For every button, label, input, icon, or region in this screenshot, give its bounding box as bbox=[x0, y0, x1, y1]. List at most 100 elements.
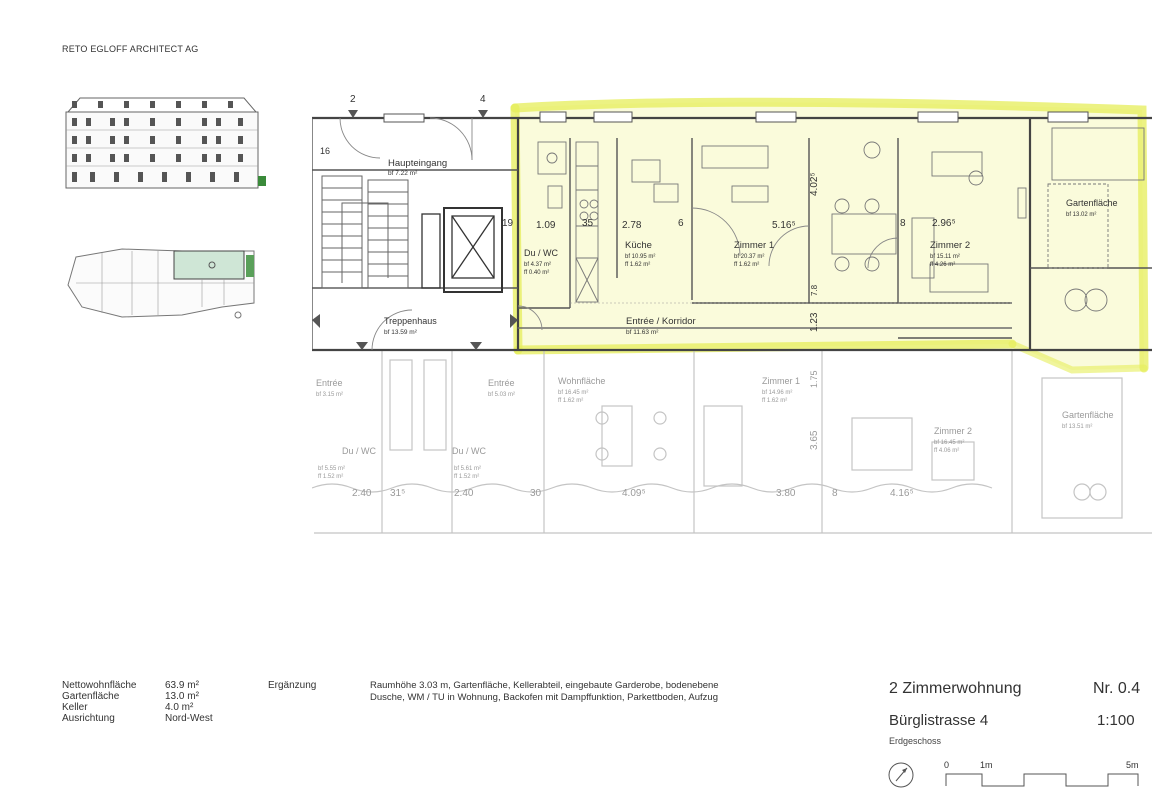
faded-dimension: 31⁵ bbox=[390, 488, 405, 499]
room-haupteingang: Haupteingang bf 7.22 m² bbox=[388, 158, 447, 177]
lower-plan-faded bbox=[312, 349, 1152, 534]
ergaenzung-label: Ergänzung bbox=[268, 680, 317, 691]
dimension: 4.02⁵ bbox=[809, 172, 820, 196]
section-mark-4: 4 bbox=[480, 94, 486, 105]
faded-room-area: bf 5.61 m² bbox=[454, 466, 481, 472]
direction-arrow-icon bbox=[470, 342, 482, 350]
room-area: bf 4.37 m² bbox=[524, 262, 551, 268]
dimension: 19 bbox=[502, 218, 514, 229]
room-entree-korridor: Entrée / Korridor bf 11.63 m² bbox=[626, 316, 696, 336]
spec-key: Ausrichtung bbox=[62, 713, 115, 724]
scale-bar: 0 1m 5m bbox=[944, 760, 1139, 787]
faded-room-area: bf 5.55 m² bbox=[318, 466, 345, 472]
room-gartenflaeche: Gartenfläche bf 13.02 m² bbox=[1066, 198, 1118, 218]
scale-label-1m: 1m bbox=[980, 760, 993, 770]
faded-room-name: Gartenfläche bbox=[1062, 410, 1114, 420]
stair bbox=[321, 175, 409, 289]
dimension: 6 bbox=[678, 218, 684, 229]
faded-room-area: bf 14.96 m² bbox=[762, 390, 792, 396]
faded-dimension: 3.65 bbox=[809, 430, 820, 450]
key-plan-icon bbox=[67, 248, 255, 319]
stair-steps: 16 bbox=[320, 146, 330, 156]
faded-dimension: 1.75 bbox=[809, 370, 819, 388]
floor-plan: 2 4 16 Haupteingang bf 7.22 m² Treppenha… bbox=[312, 94, 1152, 534]
faded-room-name: Du / WC bbox=[342, 446, 377, 456]
firm-name: RETO EGLOFF ARCHITECT AG bbox=[62, 44, 199, 54]
ergaenzung-text: Raumhöhe 3.03 m, Gartenfläche, Kellerabt… bbox=[370, 680, 719, 703]
spec-value: Nord-West bbox=[165, 713, 213, 724]
room-area: bf 13.02 m² bbox=[1066, 212, 1096, 218]
faded-room-area-2: ff 1.62 m² bbox=[558, 398, 583, 404]
room-name: Gartenfläche bbox=[1066, 198, 1118, 208]
room-zimmer-2: Zimmer 2 bf 15.11 m² ff 4.26 m² bbox=[930, 240, 970, 268]
room-area: bf 15.11 m² bbox=[930, 254, 960, 260]
room-area: bf 11.63 m² bbox=[626, 329, 659, 336]
faded-room-area: bf 16.45 m² bbox=[934, 440, 964, 446]
faded-room-area-2: ff 1.62 m² bbox=[762, 398, 787, 404]
room-name: Zimmer 2 bbox=[930, 240, 970, 251]
faded-dimension: 2.40 bbox=[352, 488, 372, 499]
dimension: 1.09 bbox=[536, 220, 556, 231]
drawing-scale: 1:100 bbox=[1097, 712, 1135, 729]
north-arrow-icon bbox=[888, 762, 914, 788]
dimension: 8 bbox=[900, 218, 906, 229]
faded-dimension: 4.09⁵ bbox=[622, 488, 646, 499]
room-name: Haupteingang bbox=[388, 158, 447, 169]
dimension: 1.23 bbox=[809, 312, 820, 332]
faded-room-area: bf 5.03 m² bbox=[488, 392, 515, 398]
faded-room-name: Du / WC bbox=[452, 446, 487, 456]
apartment-number: Nr. 0.4 bbox=[1093, 680, 1141, 697]
room-name: Zimmer 1 bbox=[734, 240, 774, 251]
faded-room-name: Wohnfläche bbox=[558, 376, 605, 386]
spec-value: 13.0 m² bbox=[165, 691, 199, 702]
room-area-2: ff 1.62 m² bbox=[734, 262, 759, 268]
faded-dimension: 30 bbox=[530, 488, 542, 499]
apartment-highlight bbox=[510, 97, 1149, 374]
apartment-type: 2 Zimmerwohnung bbox=[889, 680, 1022, 697]
building-elevation-icon bbox=[65, 97, 266, 189]
faded-dimension: 3.80 bbox=[776, 488, 796, 499]
address: Bürglistrasse 4 bbox=[889, 712, 989, 729]
faded-room-area: bf 13.51 m² bbox=[1062, 424, 1092, 430]
spec-row: Ausrichtung Nord-West bbox=[62, 713, 213, 724]
faded-dimension: 8 bbox=[832, 488, 838, 499]
room-kueche: Küche bf 10.95 m² ff 1.62 m² bbox=[625, 240, 655, 268]
dimension: 2.96⁵ bbox=[932, 218, 956, 229]
section-mark-2: 2 bbox=[350, 94, 356, 105]
room-name: Treppenhaus bbox=[384, 316, 437, 326]
dimension: 7.8 bbox=[810, 284, 819, 296]
room-name: Küche bbox=[625, 240, 652, 251]
room-du-wc: Du / WC bf 4.37 m² ff 0.40 m² bbox=[524, 248, 559, 276]
dimension: 2.78 bbox=[622, 220, 642, 231]
faded-room-name: Entrée bbox=[316, 378, 343, 388]
section-marker-icon bbox=[348, 110, 358, 118]
faded-dimension: 4.16⁵ bbox=[890, 488, 914, 499]
dimension: 5.16⁵ bbox=[772, 220, 796, 231]
room-zimmer-1: Zimmer 1 bf 20.37 m² ff 1.62 m² bbox=[734, 240, 774, 268]
room-name: Du / WC bbox=[524, 248, 559, 258]
scale-label-5m: 5m bbox=[1126, 760, 1139, 770]
faded-room-name: Zimmer 2 bbox=[934, 426, 972, 436]
faded-room-area-2: ff 4.06 m² bbox=[934, 448, 959, 454]
room-area: bf 7.22 m² bbox=[388, 170, 418, 177]
dimension: 35 bbox=[582, 218, 594, 229]
spec-key: Nettowohnfläche bbox=[62, 680, 137, 691]
faded-room-name: Entrée bbox=[488, 378, 515, 388]
direction-arrow-icon bbox=[312, 314, 320, 328]
room-area: bf 20.37 m² bbox=[734, 254, 764, 260]
spec-value: 4.0 m² bbox=[165, 702, 194, 713]
elevator-icon bbox=[421, 207, 503, 293]
faded-room-area: bf 3.15 m² bbox=[316, 392, 343, 398]
floor-level: Erdgeschoss bbox=[889, 736, 942, 746]
direction-arrow-icon bbox=[510, 314, 518, 328]
room-area-2: ff 4.26 m² bbox=[930, 262, 955, 268]
faded-room-area-2: ff 1.52 m² bbox=[454, 474, 479, 480]
direction-arrow-icon bbox=[356, 342, 368, 350]
faded-room-area: bf 16.45 m² bbox=[558, 390, 588, 396]
room-name: Entrée / Korridor bbox=[626, 316, 696, 327]
faded-room-name: Zimmer 1 bbox=[762, 376, 800, 386]
